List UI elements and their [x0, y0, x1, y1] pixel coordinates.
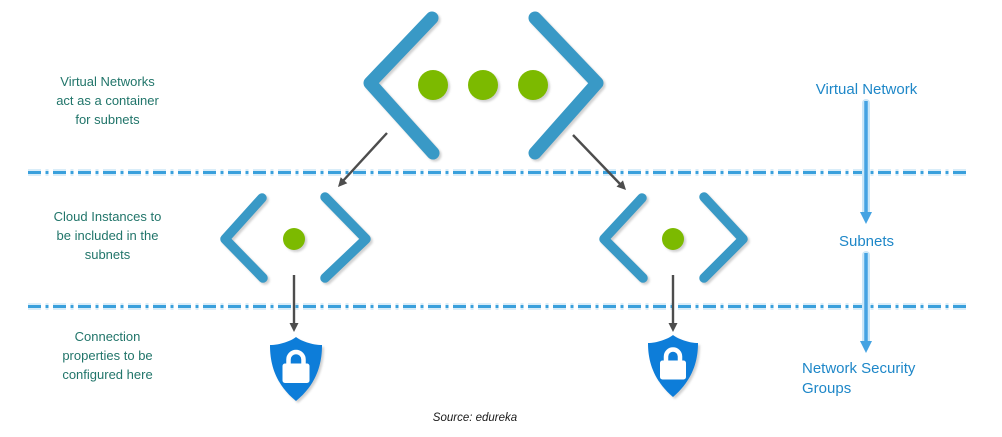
annotation-connection-properties: Connection properties to be configured h…	[62, 329, 153, 382]
arrow-right-subnet-to-shield	[668, 275, 678, 332]
subnet-icon-right	[599, 192, 748, 283]
source-credit: Source: edureka	[432, 412, 518, 424]
label-subnets: Subnets	[838, 233, 895, 250]
annotation-cloud-instances: Cloud Instances to be included in the su…	[53, 209, 162, 262]
label-network-security-groups: Network Security Groups	[802, 360, 916, 397]
arrow-vnet-to-left-subnet	[338, 132, 388, 187]
arrow-virtual-network-to-subnets	[860, 99, 872, 224]
arrow-left-subnet-to-shield	[289, 275, 299, 332]
subnet-icon-left	[220, 192, 371, 283]
arrow-subnets-to-nsg	[860, 251, 872, 353]
virtual-network-icon	[363, 11, 604, 160]
shield-lock-icon-left	[270, 337, 322, 401]
arrow-vnet-to-right-subnet	[572, 134, 626, 190]
annotation-virtual-networks: Virtual Networks act as a container for …	[56, 74, 159, 127]
shield-lock-icon-right	[648, 335, 698, 397]
label-virtual-network: Virtual Network	[815, 81, 918, 98]
